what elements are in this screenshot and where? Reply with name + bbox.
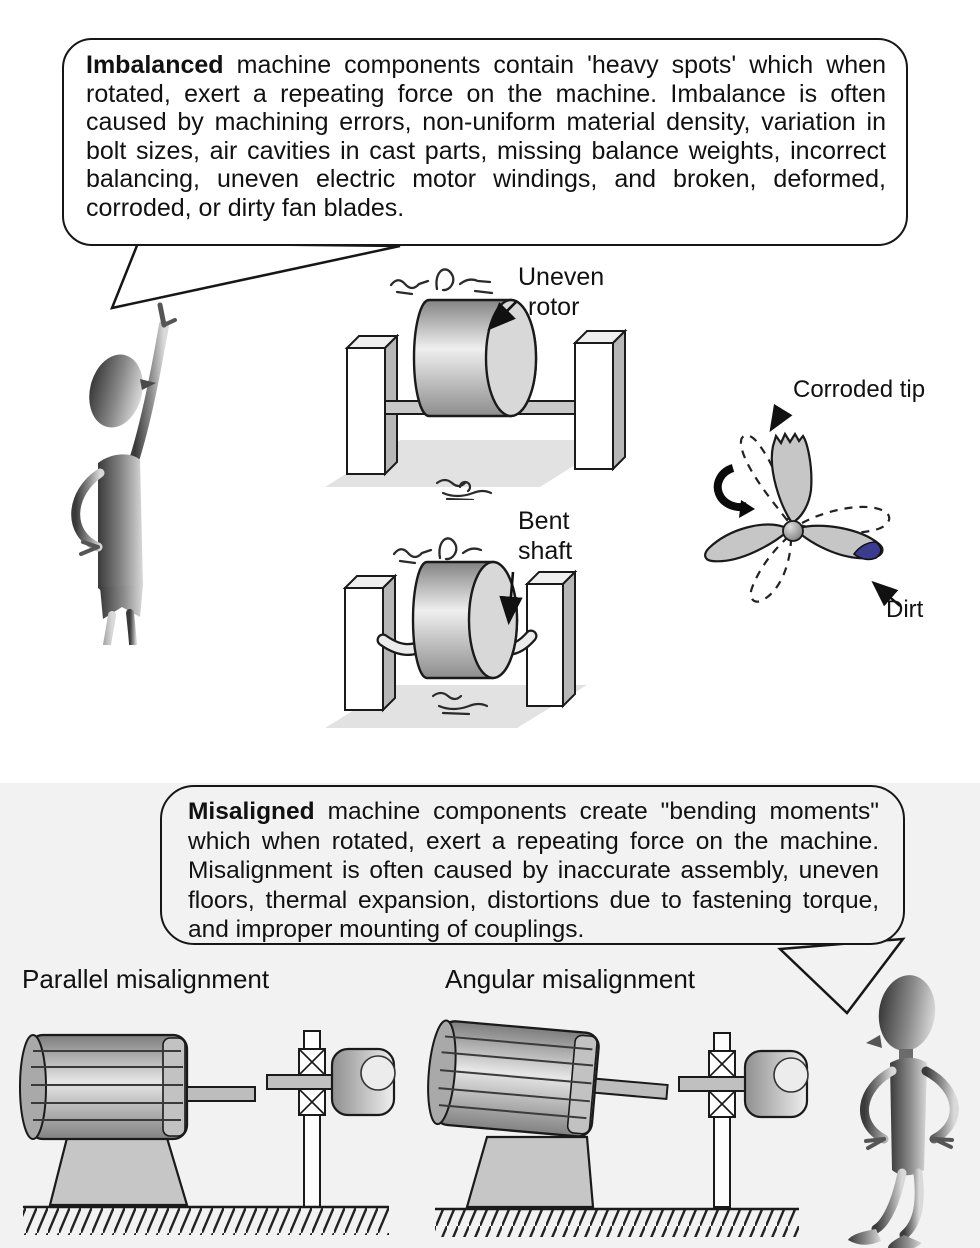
dirt-label: Dirt: [886, 596, 924, 623]
pointing-person-body: [71, 302, 177, 645]
parallel-misalignment-diagram: [19, 1030, 396, 1235]
vibration-squiggle-bottom: [435, 478, 493, 500]
vibration-squiggle-top: [392, 537, 483, 565]
lower-bearing-box: [708, 1090, 736, 1118]
coupling: [743, 1049, 809, 1119]
bent-shaft-label: Bent shaft: [518, 507, 573, 565]
corroded-tip-arrow: [769, 403, 793, 433]
hands-on-hips-person-figure: [848, 975, 959, 1248]
hips-person-body: [848, 975, 959, 1248]
tilted-motor: [427, 1019, 669, 1138]
ground-hatching: [23, 1208, 389, 1235]
uneven-rotor-diagram: [325, 268, 628, 500]
motor-base: [48, 1136, 189, 1207]
fan-solid-blades: [704, 431, 884, 563]
imbalance-bubble-text: machine components contain 'heavy spots'…: [86, 51, 886, 222]
motor-shaft: [186, 1086, 256, 1102]
misalignment-bold-lead: Misaligned: [188, 798, 315, 825]
bent-shaft-arrow: [499, 571, 523, 626]
uneven-rotor-label: Uneven rotor: [518, 263, 605, 321]
fan-blade-corroded: [770, 431, 813, 525]
parallel-misalignment-label: Parallel misalignment: [22, 964, 270, 994]
motor-shaft: [593, 1077, 669, 1101]
dirt-patch: [852, 541, 882, 561]
lower-bearing-box: [298, 1088, 326, 1116]
vibration-squiggle-bottom: [431, 691, 489, 716]
motor-base: [465, 1135, 595, 1209]
vibration-squiggle-top: [389, 268, 494, 296]
right-bearing-post: [524, 569, 578, 709]
misalignment-bubble-text: machine components create "bending momen…: [188, 798, 879, 943]
misalignment-speech-bubble: Misaligned machine components create "be…: [160, 785, 905, 945]
pointing-person-figure: [71, 302, 177, 645]
right-bearing-post: [572, 328, 628, 472]
coupling: [330, 1047, 396, 1117]
fan-ghost-blades: [739, 434, 891, 603]
uneven-rotor-arrow: [487, 300, 518, 331]
bent-shaft-diagram: [325, 537, 587, 728]
imbalance-bold-lead: Imbalanced: [86, 51, 224, 79]
motor-body: [19, 1033, 189, 1141]
rotation-arrow-icon: [713, 464, 755, 518]
upper-bearing-box: [298, 1048, 326, 1076]
fan-hub: [782, 520, 804, 542]
rotor-cylinder: [411, 560, 519, 680]
angular-misalignment-diagram: [427, 1019, 809, 1237]
fan-blade-diagram: [704, 403, 901, 607]
angular-misalignment-label: Angular misalignment: [445, 964, 696, 994]
imbalance-speech-bubble: Imbalanced machine components contain 'h…: [62, 38, 908, 246]
corroded-tip-label: Corroded tip: [793, 376, 926, 403]
upper-bearing-box: [708, 1050, 736, 1078]
ground-hatching: [435, 1210, 799, 1237]
dirt-arrow: [871, 580, 901, 607]
